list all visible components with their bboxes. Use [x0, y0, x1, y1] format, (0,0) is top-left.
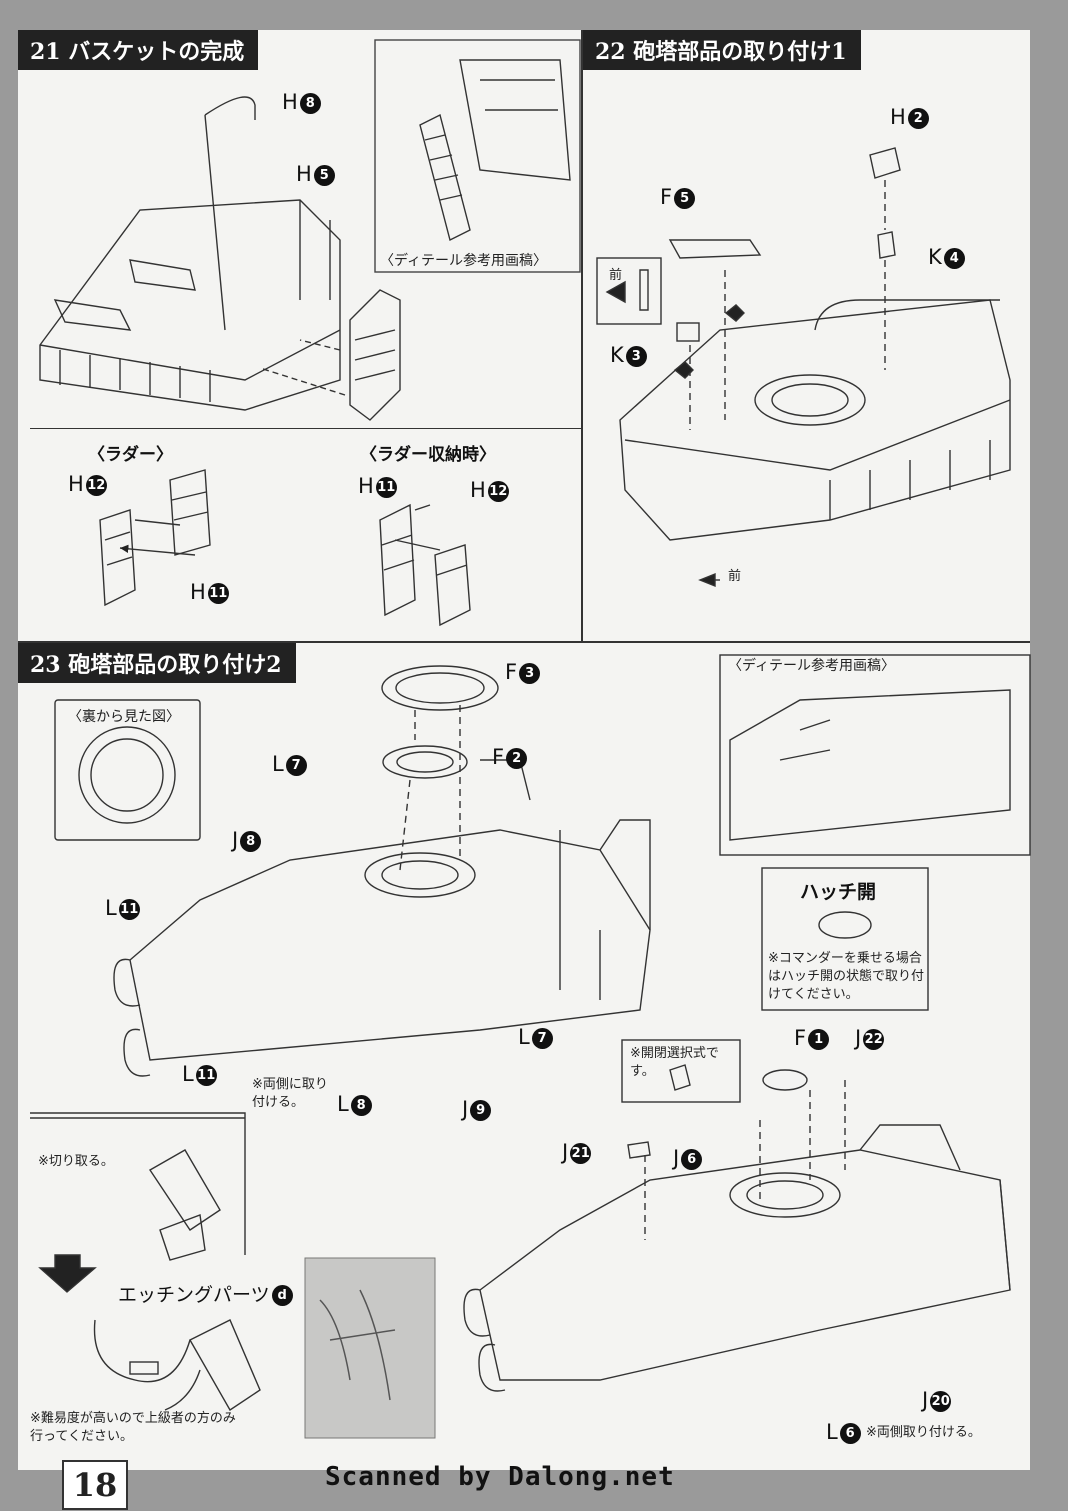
difficulty-note: ※難易度が高いので上級者の方のみ行ってください。 — [30, 1411, 236, 1444]
open-select-note: ※開閉選択式です。 — [630, 1046, 719, 1079]
both-sides-note-2: ※両側取り付ける。 — [866, 1425, 981, 1440]
front-label-2: 前 — [728, 569, 742, 584]
hatch-note: ※コマンダーを乗せる場合はハッチ開の状態で取り付けてください。 — [768, 951, 925, 1002]
back-view-caption: 〈裏から見た図〉 — [68, 709, 180, 725]
divider-horizontal-mid — [18, 641, 1030, 643]
both-sides-note: ※両側に取り付ける。 — [252, 1077, 328, 1110]
ladder-stow-title: 〈ラダー収納時〉 — [360, 445, 496, 465]
page-number: 18 — [62, 1460, 128, 1510]
section-title-23: 23 砲塔部品の取り付け2 — [18, 643, 296, 683]
section-title-22: 22 砲塔部品の取り付け1 — [583, 30, 861, 70]
detail-caption-23: 〈ディテール参考用画稿〉 — [728, 658, 896, 674]
section-title-21: 21 バスケットの完成 — [18, 30, 259, 70]
scan-credit: Scanned by Dalong.net — [325, 1462, 675, 1492]
divider-vertical-top — [581, 30, 583, 642]
front-label: 前 — [609, 268, 623, 283]
cut-note: ※切り取る。 — [38, 1154, 114, 1169]
hatch-title: ハッチ開 — [800, 881, 877, 903]
detail-caption-21: 〈ディテール参考用画稿〉 — [380, 253, 548, 269]
ladder-title: 〈ラダー〉 — [88, 445, 173, 465]
divider-s21-ladders — [30, 428, 581, 429]
etching-photo — [304, 1257, 436, 1439]
